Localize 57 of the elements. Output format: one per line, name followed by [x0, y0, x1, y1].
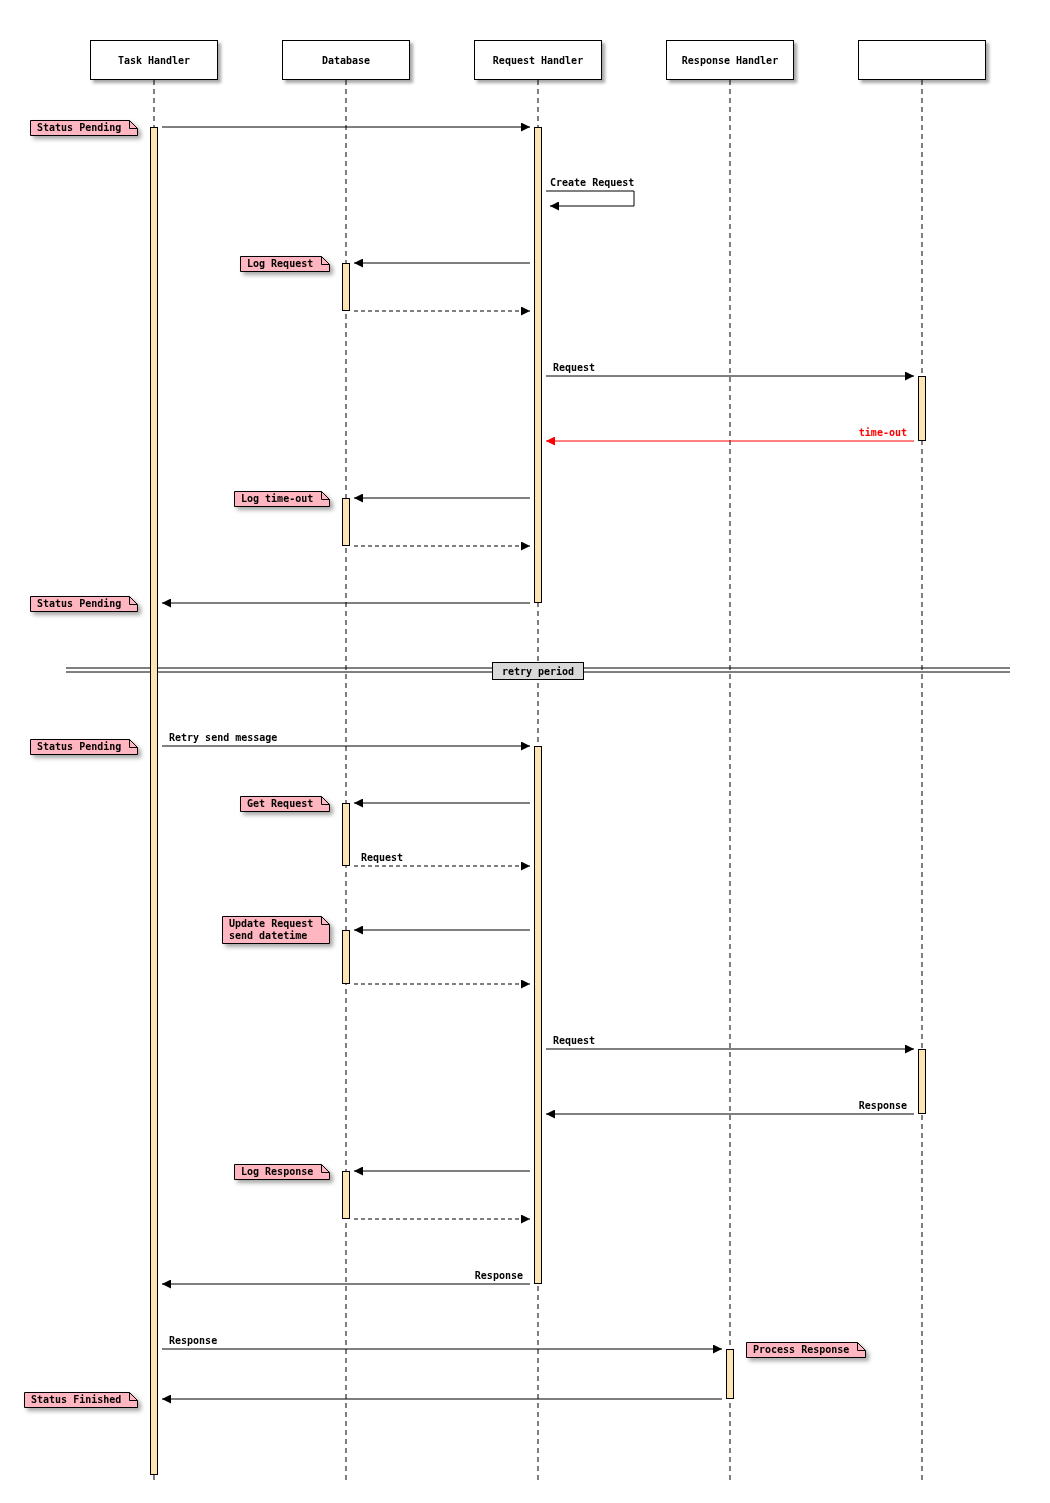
return-arrow	[353, 979, 531, 989]
return-arrow	[353, 1214, 531, 1224]
message-label: Request	[552, 1035, 597, 1046]
message-label: Response	[168, 1335, 219, 1346]
activation-bar	[342, 498, 350, 546]
return-arrow	[353, 541, 531, 551]
message-arrow	[545, 1109, 915, 1119]
message-arrow	[353, 258, 531, 268]
activation-bar	[726, 1349, 734, 1399]
message-arrow	[161, 1344, 723, 1354]
note: Update Request send datetime	[222, 916, 330, 944]
message-arrow	[545, 190, 635, 211]
message-label: time-out	[857, 427, 908, 438]
message-arrow	[161, 741, 531, 751]
participant-box: Response Handler	[666, 40, 794, 80]
activation-bar	[534, 127, 542, 603]
message-arrow	[161, 1394, 723, 1404]
note: Log Request	[240, 256, 330, 272]
return-arrow	[353, 861, 531, 871]
note: Status Pending	[30, 739, 138, 755]
message-label: Response	[473, 1270, 524, 1281]
return-arrow	[353, 306, 531, 316]
message-arrow	[161, 598, 531, 608]
activation-bar	[342, 803, 350, 866]
message-arrow	[545, 371, 915, 381]
note: Log time-out	[234, 491, 330, 507]
note: Get Request	[240, 796, 330, 812]
message-label: Create Request	[549, 177, 636, 188]
note: Log Response	[234, 1164, 330, 1180]
message-arrow	[545, 436, 915, 446]
message-arrow	[353, 925, 531, 935]
participant-box: Task Handler	[90, 40, 218, 80]
activation-bar	[534, 746, 542, 1284]
activation-bar	[342, 930, 350, 984]
participant-box: Database	[282, 40, 410, 80]
participant-box	[858, 40, 986, 80]
message-label: Retry send message	[168, 732, 279, 743]
section-divider-label: retry period	[492, 662, 584, 680]
note: Status Finished	[24, 1392, 138, 1408]
message-arrow	[161, 122, 531, 132]
activation-bar	[342, 263, 350, 311]
message-arrow	[353, 798, 531, 808]
activation-bar	[918, 376, 926, 441]
note: Process Response	[746, 1342, 866, 1358]
message-arrow	[161, 1279, 531, 1289]
participant-box: Request Handler	[474, 40, 602, 80]
message-arrow	[353, 1166, 531, 1176]
note: Status Pending	[30, 120, 138, 136]
message-arrow	[545, 1044, 915, 1054]
message-label: Response	[857, 1100, 908, 1111]
activation-bar	[342, 1171, 350, 1219]
message-label: Request	[360, 852, 405, 863]
activation-bar	[918, 1049, 926, 1114]
activation-bar	[150, 127, 158, 1475]
message-label: Request	[552, 362, 597, 373]
note: Status Pending	[30, 596, 138, 612]
message-arrow	[353, 493, 531, 503]
